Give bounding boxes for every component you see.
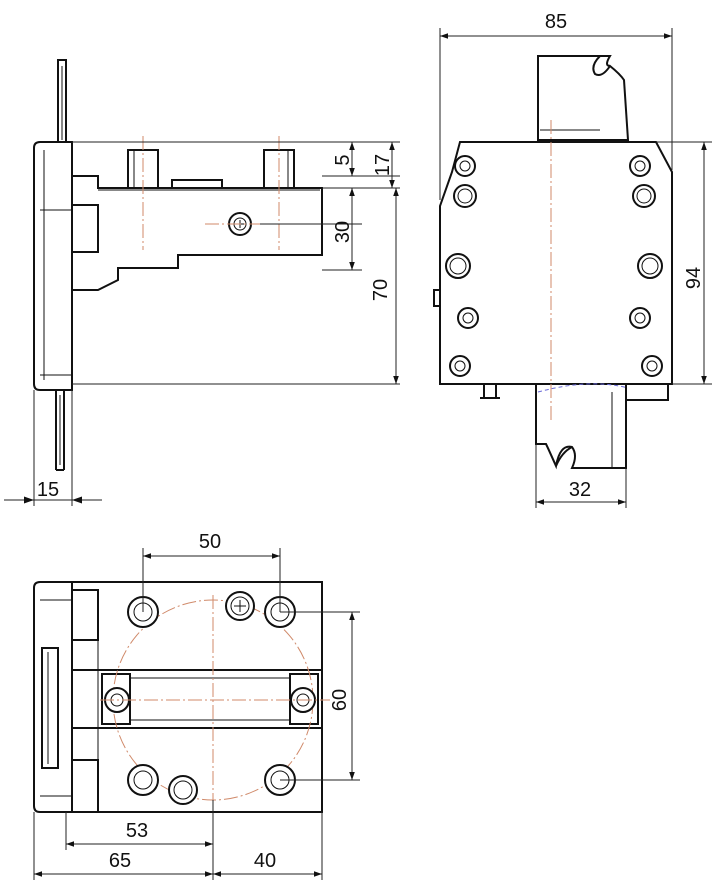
dim-label-65: 65 bbox=[109, 850, 131, 872]
front-view-dimensions: 85 94 32 bbox=[439, 11, 712, 508]
dim-label-50: 50 bbox=[199, 531, 221, 553]
top-view-dimensions: 50 60 53 65 40 bbox=[33, 531, 360, 880]
dim-label-85: 85 bbox=[545, 11, 567, 33]
dim-label-30: 30 bbox=[332, 221, 354, 243]
dim-label-5: 5 bbox=[332, 154, 354, 165]
dim-label-60: 60 bbox=[329, 689, 351, 711]
top-view bbox=[33, 581, 330, 813]
side-view bbox=[33, 59, 323, 471]
dim-label-70: 70 bbox=[370, 279, 392, 301]
dim-label-53: 53 bbox=[126, 820, 148, 842]
dim-label-15: 15 bbox=[37, 479, 59, 501]
side-view-dimensions: 5 17 30 70 15 bbox=[4, 141, 400, 506]
front-view bbox=[433, 55, 673, 470]
dim-label-94: 94 bbox=[683, 267, 705, 289]
dim-label-40: 40 bbox=[254, 850, 276, 872]
dim-label-17: 17 bbox=[372, 154, 394, 176]
dim-label-32: 32 bbox=[569, 479, 591, 501]
